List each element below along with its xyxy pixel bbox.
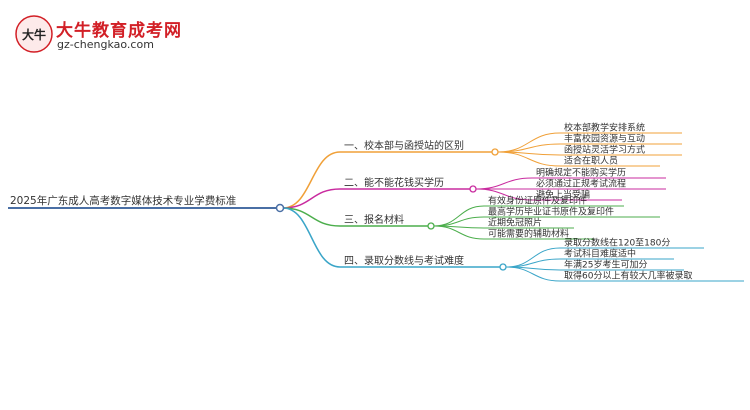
branch-label: 一、校本部与函授站的区别	[344, 139, 464, 152]
leaf-label: 最高学历毕业证书原件及复印件	[488, 206, 614, 218]
leaf-label: 校本部教学安排系统	[564, 122, 645, 134]
brand-name: 大牛教育成考网	[56, 21, 182, 41]
logo-icon: 大牛	[14, 14, 54, 54]
leaf-label: 取得60分以上有较大几率被录取	[564, 270, 692, 282]
branch-node-dot	[491, 148, 499, 156]
leaf-label: 函授站灵活学习方式	[564, 144, 645, 156]
branch-connector	[282, 207, 341, 268]
leaf-label: 可能需要的辅助材料	[488, 228, 569, 240]
leaf-connector	[433, 216, 485, 227]
branch-node-dot	[499, 263, 507, 271]
leaf-connector	[497, 151, 561, 167]
branch-connector	[282, 207, 341, 227]
leaf-connector	[505, 247, 561, 268]
root-label: 2025年广东成人高考数字媒体技术专业学费标准	[10, 194, 236, 207]
leaf-label: 必须通过正规考试流程	[536, 178, 626, 190]
leaf-connector	[475, 188, 533, 201]
leaf-connector	[433, 225, 485, 240]
leaf-connector	[497, 132, 561, 153]
brand-url: gz-chengkao.com	[57, 38, 154, 51]
leaf-label: 年满25岁考生可加分	[564, 259, 647, 271]
branch-label: 四、录取分数线与考试难度	[344, 254, 464, 267]
leaf-connector	[475, 177, 533, 190]
branch-connector	[282, 151, 341, 209]
leaf-label: 丰富校园资源与互动	[564, 133, 645, 145]
leaf-label: 避免上当受骗	[536, 189, 590, 201]
branch-connector	[282, 188, 341, 209]
leaf-connector	[505, 266, 561, 282]
nodes: 2025年广东成人高考数字媒体技术专业学费标准 一、校本部与函授站的区别 校本部教学…	[10, 122, 692, 282]
leaf-connector	[433, 205, 485, 227]
logo-glyph: 大牛	[22, 27, 46, 42]
leaf-connector	[497, 143, 561, 153]
root-node-dot	[275, 203, 285, 213]
branch-label: 二、能不能花钱买学历	[344, 176, 444, 189]
leaf-label: 考试科目难度适中	[564, 248, 636, 260]
leaf-label: 录取分数线在120至180分	[564, 237, 670, 249]
branch-node-dot	[427, 222, 435, 230]
leaf-label: 适合在职人员	[564, 155, 618, 167]
leaf-connector	[505, 258, 561, 268]
leaf-label: 有效身份证原件及复印件	[488, 195, 587, 207]
leaf-label: 近期免冠照片	[488, 217, 542, 229]
leaf-label: 明确规定不能购买学历	[536, 167, 626, 179]
edges	[8, 132, 744, 282]
branch-node-dot	[469, 185, 477, 193]
branch-label: 三、报名材料	[344, 213, 404, 226]
